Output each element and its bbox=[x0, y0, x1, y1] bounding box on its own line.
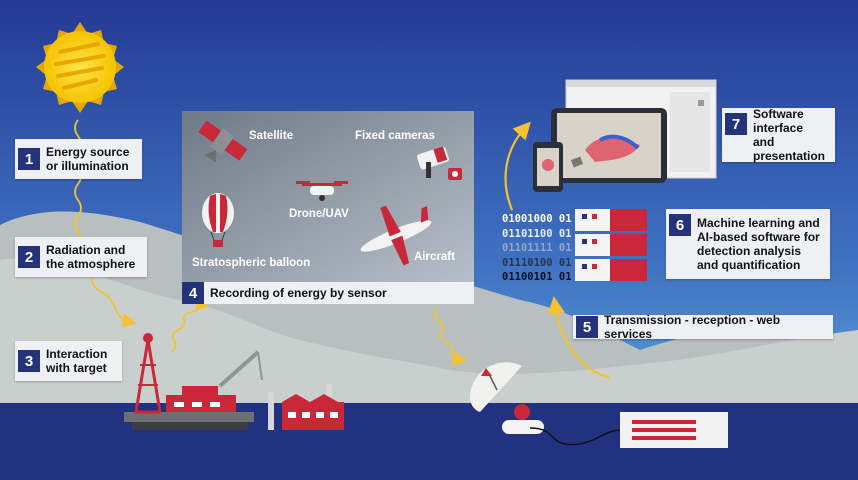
stratospheric-balloon-icon bbox=[202, 193, 234, 247]
radiation-wave-2 bbox=[171, 295, 209, 353]
satellite-icon bbox=[198, 120, 248, 163]
balloon-label: Stratospheric balloon bbox=[192, 257, 311, 269]
phone-icon bbox=[533, 142, 563, 192]
oil-rig-icon bbox=[124, 333, 263, 430]
binary-line: 01100101 01 bbox=[502, 271, 572, 283]
step-5-box: 5 Transmission - reception - web service… bbox=[573, 313, 833, 341]
step-number: 1 bbox=[18, 148, 40, 170]
satellite-dish-icon bbox=[470, 362, 623, 446]
step-number: 7 bbox=[725, 113, 747, 135]
server-rack-icon bbox=[575, 209, 647, 281]
transmission-arrow bbox=[547, 296, 611, 380]
fixed-camera-icon bbox=[417, 146, 462, 180]
factory-icon bbox=[268, 384, 344, 430]
step-number: 5 bbox=[576, 316, 598, 338]
drone-label: Drone/UAV bbox=[289, 208, 349, 220]
step-number: 4 bbox=[182, 282, 204, 304]
mountains-front bbox=[0, 258, 858, 410]
binary-line: 01110100 01 bbox=[502, 256, 572, 269]
radiation-wave-3 bbox=[433, 307, 468, 366]
step-4-box: 4 Recording of energy by sensor bbox=[182, 282, 474, 304]
step-label: Transmission - reception - web services bbox=[604, 313, 781, 341]
drone-icon bbox=[296, 181, 348, 201]
fixed-cameras-label: Fixed cameras bbox=[355, 130, 435, 142]
sun-icon bbox=[36, 22, 124, 113]
binary-line: 01101100 01 bbox=[502, 227, 572, 240]
satellite-label: Satellite bbox=[249, 130, 294, 142]
upload-arrow bbox=[504, 121, 531, 211]
step-number: 6 bbox=[669, 214, 691, 236]
binary-line: 01001000 01 bbox=[502, 213, 572, 225]
step-number: 3 bbox=[18, 350, 40, 372]
binary-data-stream: 01001000 01 01101100 01 01101111 01 0111… bbox=[502, 212, 572, 285]
receiver-box-icon bbox=[620, 412, 728, 448]
aircraft-icon bbox=[360, 205, 432, 266]
aircraft-label: Aircraft bbox=[414, 251, 455, 263]
binary-line: 01101111 01 bbox=[502, 242, 572, 254]
step-label: Recording of energy by sensor bbox=[210, 286, 387, 300]
tablet-icon bbox=[551, 108, 667, 183]
step-number: 2 bbox=[18, 246, 40, 268]
